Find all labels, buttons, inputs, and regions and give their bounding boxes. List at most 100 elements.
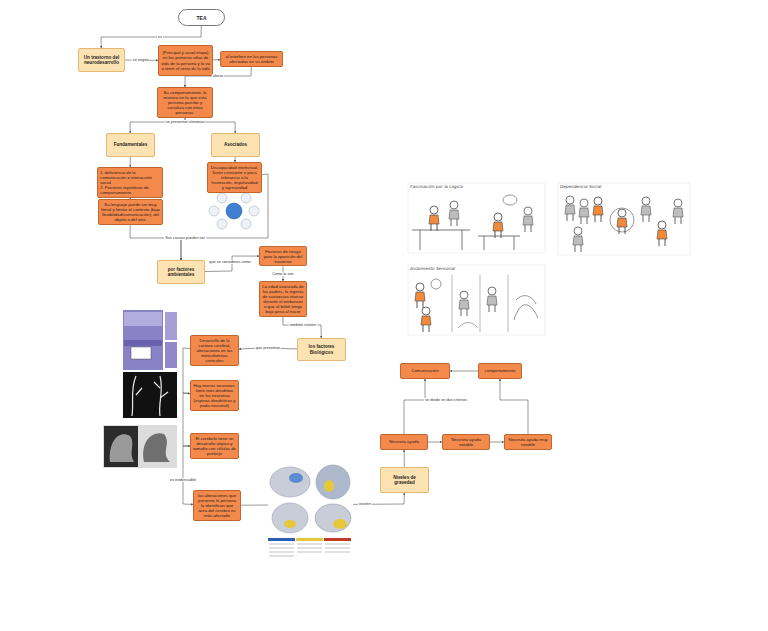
edge-label: existen [358, 502, 372, 506]
brain-view [270, 467, 310, 497]
level-box: Necesita ayuda [380, 434, 428, 450]
concept-box: Hay menos neuronas, tiene más dendritas … [190, 380, 239, 411]
tissue-photo [165, 312, 177, 340]
edge-label: Como lo son [271, 272, 294, 276]
connector [205, 256, 259, 272]
child-figure [459, 291, 469, 316]
brain-view [316, 465, 350, 499]
tissue-image [123, 310, 177, 370]
child-figure [565, 196, 575, 221]
connector [130, 225, 181, 260]
speech-bubble [503, 195, 517, 205]
edge-label: se presentan síntomas [165, 120, 205, 124]
child-figure [657, 221, 667, 246]
edge-label: que se consideran como [208, 260, 251, 264]
connector [213, 59, 220, 60]
node-text: Discapacidad intelectual, llanto constan… [210, 165, 259, 191]
node-text: (Principal y usual etapa) en los primero… [161, 50, 210, 71]
panel-frame [558, 183, 690, 255]
node-text: Necesita ayuda notable [445, 437, 487, 447]
small-circle [241, 219, 251, 229]
node-text: Fundamentales [109, 142, 152, 148]
criterion-box: comportamiento [478, 363, 522, 379]
tissue-band [124, 312, 162, 326]
small-circle [217, 193, 227, 203]
concept-box: las alteraciones que presenta la persona… [193, 490, 241, 521]
child-figure [641, 197, 651, 222]
node-text: comportamiento [481, 368, 519, 373]
concept-box: Su comportamiento, la manera en la que e… [157, 87, 213, 118]
scale-box [131, 347, 151, 359]
node-text: Factores de riesgo para la aparición del… [262, 249, 304, 264]
panel-title: Aislamiento Sensorial [410, 267, 455, 272]
brain-view [315, 504, 351, 532]
edge-label: Sus causas pueden ser [164, 236, 206, 240]
edge-label: que presentan [255, 346, 281, 350]
cerebellum-shape [110, 434, 134, 462]
tissue-photo [123, 310, 163, 370]
panel-divider [452, 275, 508, 332]
node-text: La edad avanzada de los padres, la inges… [262, 284, 304, 315]
edge-label: es evidenciable [169, 478, 197, 482]
table-rows [269, 544, 350, 556]
panel-frame [408, 265, 545, 335]
node-text: Su lenguaje puede ser muy literal y limi… [101, 202, 160, 223]
connector [183, 348, 190, 394]
child-figure [421, 307, 431, 332]
connector [404, 379, 425, 434]
connector [490, 442, 504, 443]
concept-box: Discapacidad intelectual, llanto constan… [207, 162, 262, 193]
child-figure [415, 283, 425, 308]
category-box: Un trastorno del neurodesarrollo [78, 48, 125, 72]
small-circle [217, 219, 227, 229]
panel-title: Dependencia Social [560, 185, 601, 190]
cerebellum-image [103, 425, 177, 468]
node-text: Hay menos neuronas, tiene más dendritas … [193, 383, 236, 409]
child-figure [487, 287, 497, 312]
microscope-photo [123, 372, 177, 418]
node-text: Un trastorno del neurodesarrollo [81, 55, 122, 66]
node-text: El cerebelo tiene un desarrollo atípico … [193, 436, 236, 457]
child-figure [429, 206, 439, 231]
child-figure [673, 199, 683, 224]
node-text: Necesita ayuda muy notable [507, 437, 549, 447]
brain-panel [268, 462, 353, 565]
brain-region [333, 519, 347, 529]
dendrite-image [123, 372, 177, 418]
concept-box: Desarrollo de la corteza cerebral, alter… [190, 335, 239, 366]
concept-box: Factores de riesgo para la aparición del… [259, 246, 307, 266]
concept-box: La edad avanzada de los padres, la inges… [259, 281, 307, 317]
dendrite [132, 376, 168, 416]
tissue-photo [165, 342, 177, 368]
child-figure [579, 199, 589, 224]
criterion-box: Comunicación [400, 363, 450, 379]
small-circle [209, 206, 219, 216]
brain-image [268, 462, 353, 565]
tree-sketch [514, 296, 538, 320]
concept-box: El cerebelo tiene un desarrollo atípico … [190, 433, 239, 459]
node-text: Niveles de gravedad [383, 475, 426, 486]
scan-photo [103, 425, 177, 468]
node-text: al interferir en las personas afectadas … [223, 54, 280, 64]
child-figure [593, 197, 603, 222]
edge-label: se origina [132, 58, 150, 62]
cartoon-panel [558, 183, 690, 255]
node-text: Comunicación [403, 368, 447, 373]
node-text: Su comportamiento, la manera en la que e… [160, 90, 210, 116]
child-figure [493, 213, 503, 238]
connector [500, 379, 528, 434]
level-box: Necesita ayuda muy notable [504, 434, 552, 450]
category-box: Fundamentales [106, 133, 155, 157]
table-sketch [412, 230, 520, 250]
table-header [324, 538, 351, 541]
node-text: Necesita ayuda [383, 439, 425, 444]
edge-label: se divide en dos criterios [424, 398, 468, 402]
root-box: TEA [178, 9, 225, 26]
node-text: por factores ambientales [160, 267, 202, 278]
child-figure [573, 227, 583, 252]
category-box: los factores Biológicos [297, 338, 346, 361]
